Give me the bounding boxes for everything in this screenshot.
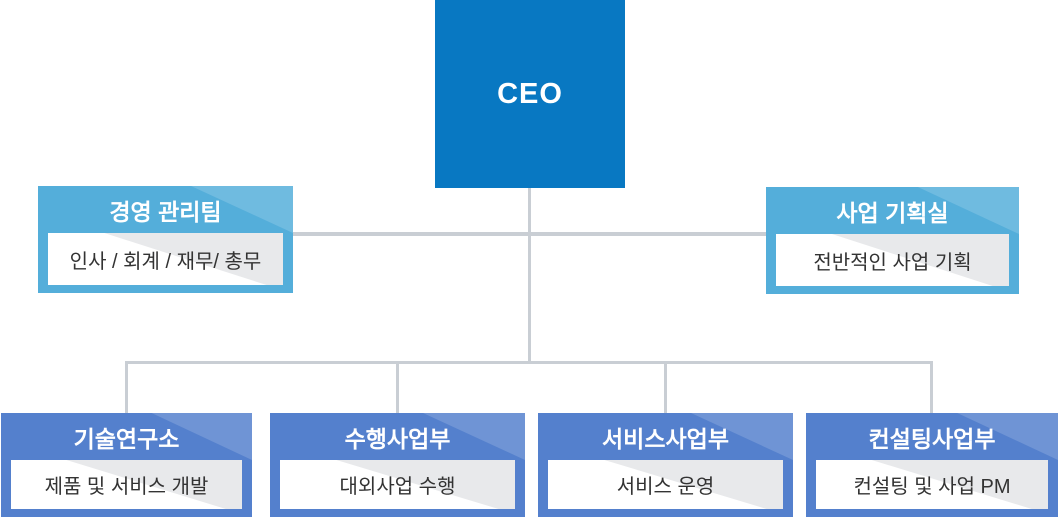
card-title: 컨설팅사업부 bbox=[868, 425, 996, 452]
card-title: 경영 관리팀 bbox=[109, 198, 222, 225]
card-service-division-header: 서비스사업부 bbox=[538, 413, 793, 460]
card-desc: 전반적인 사업 기획 bbox=[813, 251, 972, 274]
card-consulting-division: 컨설팅사업부 컨설팅 및 사업 PM bbox=[806, 413, 1058, 517]
ceo-label: CEO bbox=[497, 77, 563, 110]
card-consulting-division-header: 컨설팅사업부 bbox=[806, 413, 1058, 460]
card-service-division-body: 서비스 운영 bbox=[548, 460, 783, 509]
connector-top-horizontal bbox=[293, 232, 766, 236]
card-business-planning-header: 사업 기획실 bbox=[766, 187, 1019, 234]
card-execution-division: 수행사업부 대외사업 수행 bbox=[270, 413, 525, 517]
connector-bottom-horizontal bbox=[125, 361, 933, 364]
card-tech-research-body: 제품 및 서비스 개발 bbox=[11, 460, 242, 509]
card-desc: 컨설팅 및 사업 PM bbox=[853, 476, 1011, 498]
card-tech-research-header: 기술연구소 bbox=[1, 413, 252, 460]
card-desc: 서비스 운영 bbox=[616, 476, 715, 498]
connector-drop-execution bbox=[396, 361, 399, 413]
card-desc: 제품 및 서비스 개발 bbox=[44, 476, 209, 498]
card-management-team-body: 인사 / 회계 / 재무/ 총무 bbox=[48, 233, 283, 285]
card-execution-division-header: 수행사업부 bbox=[270, 413, 525, 460]
card-execution-division-body: 대외사업 수행 bbox=[280, 460, 515, 509]
card-service-division: 서비스사업부 서비스 운영 bbox=[538, 413, 793, 517]
ceo-box: CEO bbox=[435, 0, 625, 188]
card-desc: 인사 / 회계 / 재무/ 총무 bbox=[69, 250, 262, 273]
card-business-planning-body: 전반적인 사업 기획 bbox=[776, 234, 1009, 286]
card-management-team-header: 경영 관리팀 bbox=[38, 186, 293, 233]
connector-drop-tech bbox=[125, 361, 128, 413]
card-title: 수행사업부 bbox=[344, 425, 451, 452]
card-title: 사업 기획실 bbox=[836, 199, 949, 226]
card-management-team: 경영 관리팀 인사 / 회계 / 재무/ 총무 bbox=[38, 186, 293, 293]
card-title: 서비스사업부 bbox=[602, 425, 729, 452]
card-tech-research: 기술연구소 제품 및 서비스 개발 bbox=[1, 413, 252, 517]
card-desc: 대외사업 수행 bbox=[339, 476, 456, 498]
card-consulting-division-body: 컨설팅 및 사업 PM bbox=[816, 460, 1048, 509]
connector-drop-service bbox=[664, 361, 667, 413]
connector-drop-consulting bbox=[930, 361, 933, 413]
card-business-planning: 사업 기획실 전반적인 사업 기획 bbox=[766, 187, 1019, 294]
card-title: 기술연구소 bbox=[73, 425, 180, 452]
connector-ceo-vertical bbox=[528, 188, 531, 364]
